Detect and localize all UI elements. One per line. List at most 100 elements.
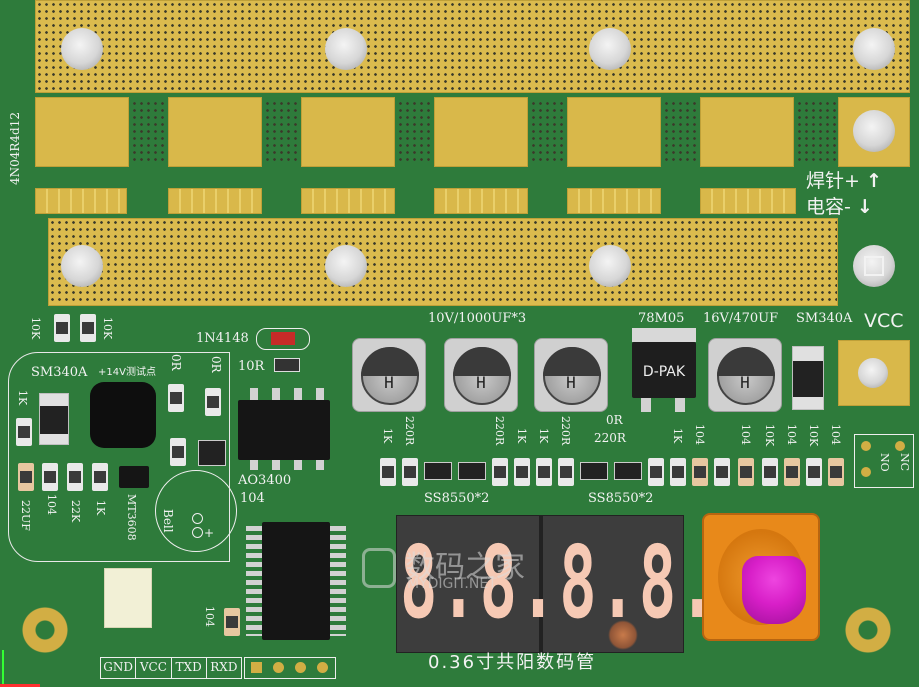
resistor	[402, 458, 418, 486]
electrolytic-capacitor: H	[534, 338, 608, 412]
c-22uf-label: 22UF	[19, 500, 32, 531]
via-field	[663, 100, 697, 165]
r-220r-label-a: 220R	[403, 416, 416, 446]
regulator-label: 78M05	[638, 311, 685, 326]
r-104-label-a: 104	[693, 424, 706, 445]
connector-nc-label: NC	[898, 453, 911, 472]
or-label-c: 0R	[606, 413, 623, 427]
fet-pad	[434, 97, 528, 167]
capacitor	[784, 458, 800, 486]
resistor	[492, 458, 508, 486]
r-104-label-f: 104	[203, 606, 216, 627]
square-marker-icon	[864, 256, 884, 276]
transistors-label-b: SS8550*2	[588, 491, 654, 506]
r-1k-label-e: 1K	[94, 500, 107, 516]
resistor	[54, 314, 70, 342]
transistor	[614, 462, 642, 480]
electrolytic-capacitor: H	[352, 338, 426, 412]
display-digits: 8.8.8.8.	[400, 524, 719, 641]
diode-1n4148	[256, 328, 310, 350]
mount-hole	[589, 28, 631, 70]
mount-hole	[853, 245, 895, 287]
r-104-label-d: 104	[829, 424, 842, 445]
resistor	[714, 458, 730, 486]
r-10k-label-c: 10K	[763, 424, 776, 447]
resistor	[558, 458, 574, 486]
r-1k-label: 1K	[16, 390, 29, 406]
via-field	[264, 100, 298, 165]
mcu-ic	[262, 522, 330, 640]
up-arrow-icon: ↑	[865, 170, 882, 192]
r-104-label-b: 104	[739, 424, 752, 445]
diode-sm340a-right	[792, 346, 824, 410]
mcu-pins-right	[330, 526, 346, 636]
r-10k-label-a: 10K	[29, 317, 42, 340]
via-field	[530, 100, 564, 165]
via-field	[397, 100, 431, 165]
white-component	[104, 568, 152, 628]
r-220r-label-d: 220R	[594, 431, 626, 445]
plus-icon: +	[204, 526, 215, 540]
cap-main-label: 10V/1000UF*3	[428, 311, 527, 326]
mosfet-strip	[35, 188, 127, 214]
test-point-label: +14V测试点	[98, 367, 156, 378]
mosfet-strip	[567, 188, 661, 214]
resistor	[670, 458, 686, 486]
bottom-busbar	[48, 218, 838, 306]
r-1k-label-b: 1K	[515, 428, 528, 444]
cap-small-label: 16V/470UF	[703, 311, 779, 326]
r-10k-label-d: 10K	[807, 424, 820, 447]
bell-label: Bell	[161, 509, 175, 533]
mount-hole	[853, 110, 895, 152]
mount-ring	[845, 607, 891, 653]
connector-no-label: NO	[878, 453, 891, 472]
resistor	[42, 463, 58, 491]
resistor	[92, 463, 108, 491]
or-label-b: 0R	[209, 356, 223, 373]
regulator-tab	[632, 328, 696, 342]
regulator-dpak: D-PAK	[632, 342, 696, 398]
via-field	[131, 100, 165, 165]
sm340a-right-label: SM340A	[796, 311, 853, 326]
resistor	[536, 458, 552, 486]
encoder-knob[interactable]	[742, 556, 806, 624]
resistor	[67, 463, 83, 491]
mosfet-strip	[301, 188, 395, 214]
resistor-10r	[274, 358, 300, 372]
header-txd: TXD	[172, 658, 207, 678]
mount-hole	[61, 245, 103, 287]
mosfet-label: AO3400	[238, 473, 292, 488]
diode-label: 1N4148	[196, 331, 249, 346]
header-vcc: VCC	[136, 658, 172, 678]
capacitor	[828, 458, 844, 486]
electrolytic-capacitor: H	[708, 338, 782, 412]
mcu-pins-left	[246, 526, 262, 636]
fet-pad	[700, 97, 794, 167]
transistor	[424, 462, 452, 480]
watermark-en: MYDIGIT.NET	[407, 576, 497, 592]
fet-pad	[567, 97, 661, 167]
watermark-logo-icon	[362, 548, 396, 588]
transistor	[580, 462, 608, 480]
mosfet-strip	[700, 188, 796, 214]
welding-plus-label: 焊针+ ↑	[806, 170, 882, 192]
via-field	[796, 100, 836, 165]
fet-pad	[35, 97, 129, 167]
header-gnd: GND	[101, 658, 137, 678]
resistor	[80, 314, 96, 342]
side-label: 4N04R4d12	[8, 112, 22, 186]
resistor	[16, 418, 32, 446]
resistor	[806, 458, 822, 486]
fet-pad	[168, 97, 262, 167]
display-caption: 0.36寸共阳数码管	[428, 652, 597, 673]
r-104-label-c: 104	[785, 424, 798, 445]
axis-y-icon	[2, 650, 4, 687]
r-10r-label: 10R	[238, 359, 265, 374]
transistor	[458, 462, 486, 480]
r-1k-label-c: 1K	[537, 428, 550, 444]
boost-ic	[119, 466, 149, 488]
resistor	[170, 438, 186, 466]
mosfet-strip	[168, 188, 262, 214]
mount-ring	[22, 607, 68, 653]
